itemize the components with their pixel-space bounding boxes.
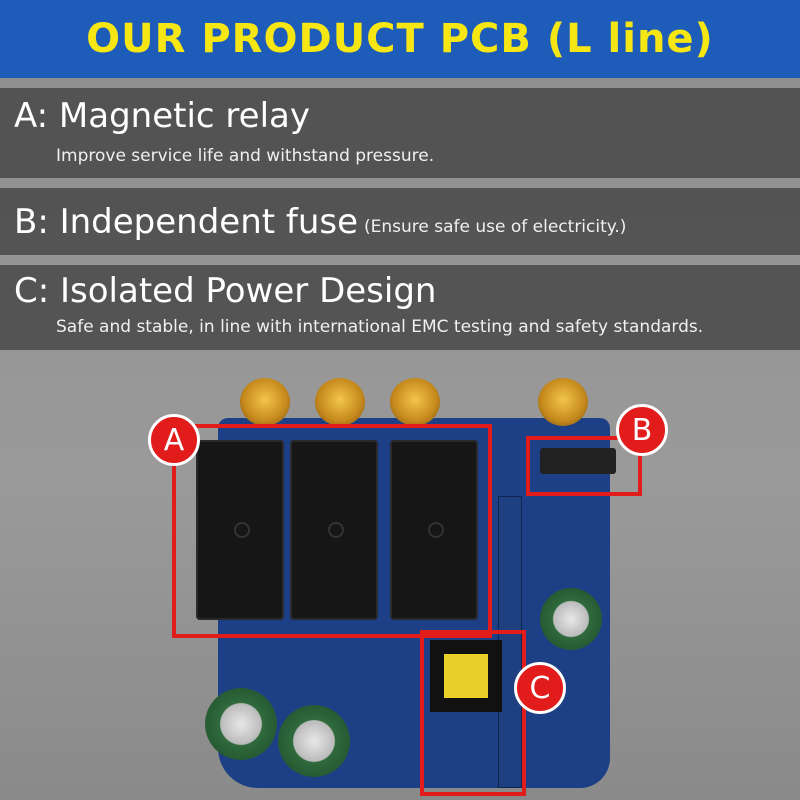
feature-a-heading: A: Magnetic relay <box>14 96 310 136</box>
title-banner: OUR PRODUCT PCB (L line) <box>0 0 800 78</box>
highlight-box-c <box>420 630 526 796</box>
feature-a-subtitle: Improve service life and withstand press… <box>56 146 435 166</box>
marker-b: B <box>616 404 668 456</box>
feature-a: A: Magnetic relay Improve service life a… <box>0 88 800 178</box>
relay-3 <box>390 440 478 620</box>
marker-c: C <box>514 662 566 714</box>
feature-c-subtitle: Safe and stable, in line with internatio… <box>56 317 704 337</box>
feature-c: C: Isolated Power Design Safe and stable… <box>0 265 800 350</box>
feature-b: B: Independent fuse (Ensure safe use of … <box>0 188 800 255</box>
terminal-2 <box>315 378 365 426</box>
feature-b-subtitle: (Ensure safe use of electricity.) <box>364 217 627 237</box>
marker-a: A <box>148 414 200 466</box>
highlight-box-b <box>526 436 642 496</box>
fuse <box>540 448 616 474</box>
capacitor-2 <box>205 688 277 760</box>
relay-2 <box>290 440 378 620</box>
terminal-1 <box>240 378 290 426</box>
terminal-3 <box>390 378 440 426</box>
transformer <box>430 640 502 712</box>
capacitor-1 <box>540 588 602 650</box>
feature-b-heading: B: Independent fuse <box>14 202 359 242</box>
terminal-4 <box>538 378 588 426</box>
feature-c-heading: C: Isolated Power Design <box>14 271 437 311</box>
page-title: OUR PRODUCT PCB (L line) <box>86 16 714 62</box>
relay-1 <box>196 440 284 620</box>
highlight-box-a <box>172 424 492 638</box>
capacitor-3 <box>278 705 350 777</box>
